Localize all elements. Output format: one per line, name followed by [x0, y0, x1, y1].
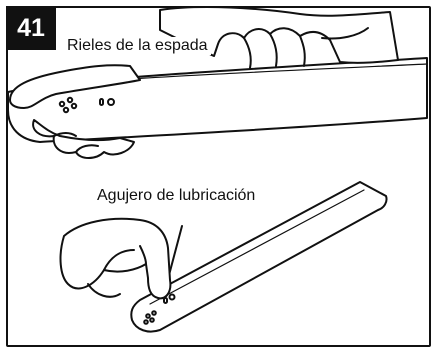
step-number-badge: 41: [6, 6, 56, 50]
right-hand-top: [159, 6, 399, 69]
bar-rails-label: Rieles de la espada: [64, 37, 211, 55]
left-hand-top: [9, 64, 141, 159]
guide-bar-bottom: [130, 181, 388, 333]
oil-hole-label: Agujero de lubricación: [94, 187, 259, 205]
pointing-hand: [59, 217, 172, 300]
